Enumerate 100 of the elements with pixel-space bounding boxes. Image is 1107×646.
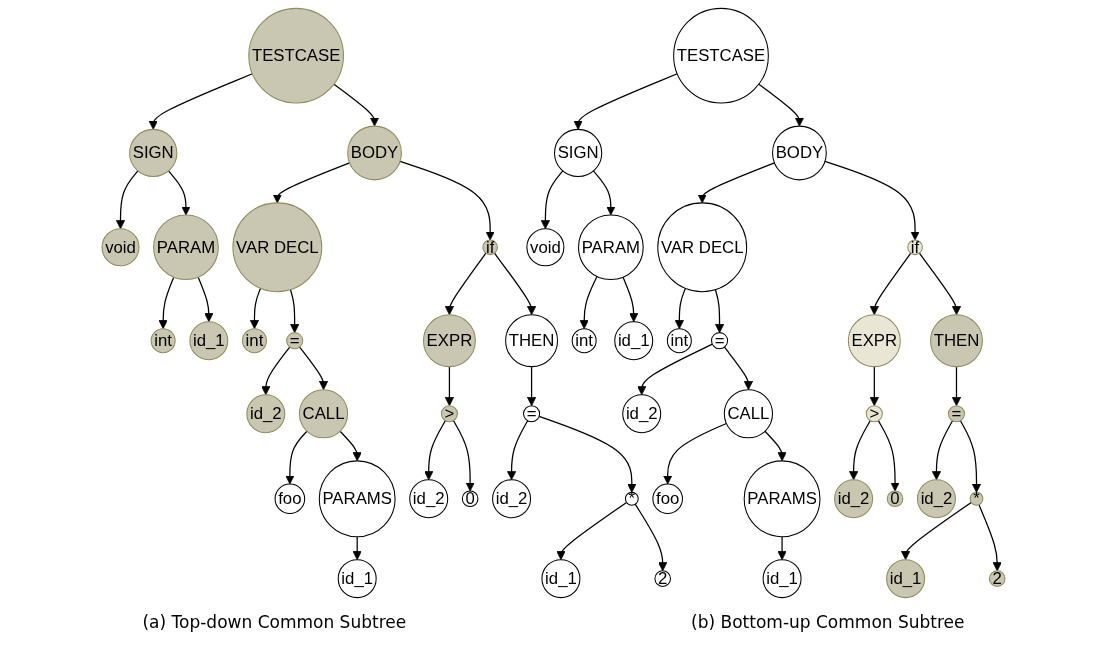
arrow [978, 504, 1002, 572]
arrow [249, 287, 262, 330]
node-circle: CALL [298, 389, 349, 439]
node-circle: = [286, 332, 304, 350]
arrow [697, 162, 776, 204]
arrow [674, 287, 687, 330]
node-circle: 0 [461, 490, 479, 508]
node-circle: VAR DECL [657, 202, 748, 293]
node-circle: id_1 [189, 321, 229, 361]
arrow [634, 503, 668, 572]
node-circle: EXPR [422, 314, 476, 368]
arrow [506, 420, 529, 481]
node-circle: SIGN [553, 128, 603, 178]
node-circle: THEN [930, 314, 983, 368]
arrow [272, 162, 351, 204]
node-circle: int [571, 328, 597, 354]
arrow [444, 252, 487, 316]
node-circle: id_1 [762, 559, 802, 599]
node-circle: if [482, 239, 498, 256]
node-circle: TESTCASE [248, 7, 344, 104]
node-circle: = [711, 332, 729, 350]
figure-caption: (b) Bottom-up Common Subtree [691, 612, 965, 632]
arrow [352, 536, 362, 561]
node-circle: VAR DECL [232, 202, 323, 293]
arrow [444, 366, 455, 407]
arrow [877, 420, 900, 492]
arrow [261, 346, 291, 396]
arrow [197, 276, 214, 323]
node-circle: PARAMS [743, 460, 821, 538]
node-circle: = [947, 405, 966, 423]
node-circle: 0 [886, 490, 904, 508]
node-circle: foo [652, 483, 683, 515]
node-circle: CALL [723, 389, 774, 439]
node-circle: id_1 [614, 321, 654, 361]
node-circle: TESTCASE [673, 7, 769, 104]
arrow [556, 501, 628, 561]
arrow [424, 420, 446, 481]
arrow [663, 422, 727, 485]
node-circle: EXPR [847, 314, 901, 368]
node-circle: id_2 [492, 479, 532, 519]
node-circle: BODY [772, 125, 827, 181]
arrow [869, 366, 879, 407]
node-circle: THEN [505, 314, 559, 368]
arrow [540, 170, 564, 230]
arrow [758, 83, 805, 127]
arrow [333, 83, 380, 127]
node-circle: id_2 [622, 394, 662, 434]
arrow [493, 252, 537, 316]
arrow [764, 430, 787, 462]
node-circle: int [241, 328, 267, 354]
node-circle: id_2 [916, 479, 956, 519]
node-circle: 2 [988, 570, 1006, 587]
node-circle: > [440, 405, 458, 423]
arrow [285, 430, 308, 485]
node-circle: id_1 [337, 559, 377, 599]
arrow [298, 346, 329, 391]
node-circle: BODY [347, 125, 402, 181]
arrow [527, 366, 537, 407]
arrow [723, 346, 754, 391]
node-circle: void [526, 228, 565, 267]
arrow [714, 289, 725, 334]
arrow [452, 420, 475, 492]
node-circle: void [101, 228, 140, 267]
arrow [959, 420, 982, 493]
arrow [579, 275, 598, 330]
arrow [115, 170, 139, 230]
arrow [918, 252, 962, 316]
arrow [399, 160, 495, 241]
node-circle: id_1 [886, 559, 926, 599]
arrow [339, 430, 362, 462]
arrow [289, 289, 300, 334]
arrow [777, 536, 787, 561]
node-circle: id_2 [409, 479, 449, 519]
node-circle: > [865, 405, 883, 423]
arrow [592, 170, 616, 216]
node-circle: foo [274, 483, 306, 515]
arrow [573, 73, 678, 130]
node-circle: if [907, 239, 923, 256]
node-circle: int [666, 328, 692, 354]
node-circle: PARAMS [318, 460, 396, 538]
node-circle: id_2 [834, 479, 874, 519]
figure-caption: (a) Top-down Common Subtree [142, 612, 407, 632]
arrow [849, 420, 871, 481]
node-circle: id_1 [541, 559, 581, 599]
arrow [167, 170, 191, 216]
node-circle: = [523, 405, 541, 423]
arrow [824, 160, 920, 241]
arrow [901, 501, 972, 561]
arrow [869, 252, 912, 316]
node-circle: * [969, 491, 984, 506]
arrow [622, 276, 639, 323]
node-circle: PARAM [153, 214, 219, 281]
arrow [148, 73, 253, 130]
node-circle: int [150, 328, 176, 354]
node-circle: SIGN [129, 128, 178, 178]
arrow [931, 420, 954, 481]
node-circle: id_2 [246, 394, 286, 434]
node-circle: PARAM [578, 214, 644, 281]
node-circle: 2 [654, 570, 672, 587]
arrow [158, 276, 175, 330]
